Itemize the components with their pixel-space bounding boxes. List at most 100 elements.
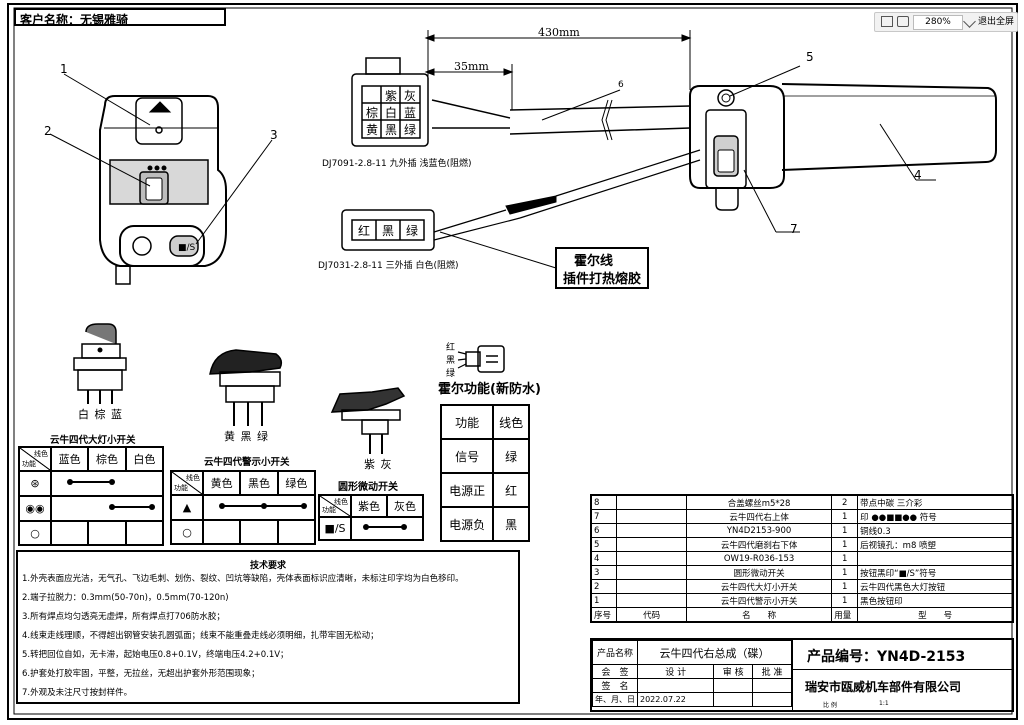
connector-9pin-drawing — [351, 57, 429, 147]
column-header: 灰色 — [386, 494, 424, 518]
headlight-switch-title: 云牛四代大灯小开关 — [50, 435, 136, 446]
column-header: 黄色 — [201, 470, 242, 496]
bom-cell-no: 1 — [590, 593, 618, 608]
hall-wire-black: 黑 — [446, 356, 456, 366]
bom-cell-qty: 1 — [831, 509, 859, 524]
pin-cell: 白 — [385, 106, 398, 120]
hall-note-box — [439, 231, 649, 289]
bom-cell-qty: 1 — [831, 565, 859, 580]
pin-cell: 绿 — [406, 224, 419, 238]
bom-cell-qty: 1 — [831, 579, 859, 594]
tech-note: 1.外壳表面应光洁，无气孔、飞边毛刺、划伤、裂纹、凹坑等缺陷，壳体表面标识应清晰… — [22, 574, 464, 584]
company-name: 瑞安市瓯威机车部件有限公司 — [805, 680, 962, 694]
pin-cell: 黑 — [382, 224, 395, 238]
headlight-wire-labels: 白 棕 蓝 — [78, 408, 123, 421]
bom-cell-spec: 铜线0.3 — [857, 523, 1014, 538]
bom-cell-qty: 1 — [831, 523, 859, 538]
product-number: 产品编号：YN4D-2153 — [807, 649, 966, 665]
scale-label: 比 例 — [823, 702, 837, 709]
bom-cell-qty: 1 — [831, 537, 859, 552]
hall-wire-red: 红 — [446, 343, 456, 353]
callout-5: 5 — [806, 50, 814, 64]
bom-cell-code — [616, 523, 687, 538]
approve-label: 批 准 — [752, 664, 792, 679]
tech-requirements-box: 技术要求 1.外壳表面应光洁，无气孔、飞边毛刺、划伤、裂纹、凹坑等缺陷，壳体表面… — [16, 550, 520, 704]
outer-frame — [7, 3, 1018, 720]
round-function-table: 线色 功能 紫色 灰色 ■/S — [318, 494, 424, 541]
bom-cell-no: 4 — [590, 551, 618, 566]
column-header: 白色 — [124, 446, 165, 472]
bom-cell-code — [616, 551, 687, 566]
bom-header: 型 号 — [857, 607, 1014, 623]
throttle-grip — [689, 65, 997, 233]
bom-cell-no: 3 — [590, 565, 618, 580]
hazard-wire-labels: 黄 黑 绿 — [224, 430, 269, 443]
callout-1: 1 — [60, 62, 68, 76]
callout-6: 6 — [618, 80, 624, 90]
column-header: 线色 — [492, 404, 530, 440]
bom-cell-name: 圆形微动开关 — [685, 565, 833, 580]
hazard-triangle-icon: ▲ — [170, 494, 204, 521]
exit-fullscreen-button[interactable]: 退出全屏 — [978, 17, 1015, 27]
callout-3: 3 — [270, 128, 278, 142]
bom-cell-code — [616, 509, 687, 524]
scale-value: 1:1 — [879, 700, 889, 707]
title-block: 产品名称 云牛四代右总成（碟） 会 签 设 计 审 核 批 准 签 名 年、月、… — [590, 638, 1014, 712]
actual-size-icon[interactable] — [897, 16, 909, 27]
pin-cell: 紫 — [385, 89, 398, 103]
dimension-lines — [424, 30, 692, 110]
hazard-switch-drawing — [209, 349, 283, 426]
connection-row — [50, 495, 164, 522]
bom-cell-qty: 1 — [831, 593, 859, 608]
corner-label: 功能 — [322, 506, 336, 514]
column-header: 黑色 — [239, 470, 279, 496]
off-position-icon: ○ — [170, 519, 204, 545]
zoom-level-input[interactable]: 280% — [913, 15, 963, 30]
round-switch-title: 圆形微动开关 — [338, 482, 398, 493]
corner-label: 功能 — [174, 484, 188, 492]
bom-cell-name: 云牛四代右上体 — [685, 509, 833, 524]
fit-page-icon[interactable] — [881, 16, 893, 27]
hall-connector-drawing — [457, 345, 505, 373]
bom-cell-name: 云牛四代大灯小开关 — [685, 579, 833, 594]
dimension-short: 35mm — [454, 60, 489, 73]
connector-3pin-drawing — [341, 209, 435, 251]
bom-cell-name: 云牛四代磨刹右下体 — [685, 537, 833, 552]
bom-cell-no: 8 — [590, 494, 618, 510]
switch-housing-front: ■/S — [49, 73, 273, 285]
off-position-icon: ○ — [18, 520, 52, 546]
corner-label: 线色 — [34, 450, 48, 458]
high-beam-icon: ⊛ — [18, 470, 52, 497]
bom-cell-spec: 黑色按钮印 — [857, 593, 1014, 608]
hi-lo-icon: ■/S — [318, 516, 352, 541]
headlight-switch-drawing — [73, 323, 127, 404]
column-header: 棕色 — [87, 446, 127, 472]
hall-title: 霍尔功能(新防水) — [438, 382, 541, 397]
inner-frame — [13, 7, 1013, 715]
corner-label: 线色 — [334, 498, 348, 506]
sign2-label: 签 名 — [592, 678, 638, 693]
pin-cell: 黑 — [385, 123, 398, 137]
callout-7: 7 — [790, 222, 798, 236]
zoom-dropdown-icon[interactable] — [963, 15, 976, 28]
customer-box: 客户名称：无锡雅骑 — [14, 8, 226, 27]
bom-cell-spec: 按钮黑印“■/S”符号 — [857, 565, 1014, 580]
connection-row — [202, 494, 316, 521]
hall-row-function: 电源正 — [439, 472, 495, 508]
hall-wire-green: 绿 — [446, 369, 456, 379]
bom-cell-code — [616, 579, 687, 594]
bom-cell-name: OW19-R036-153 — [685, 551, 833, 566]
pin-cell: 红 — [358, 224, 371, 238]
review-label: 审 核 — [713, 664, 754, 679]
bom-cell-spec: 云牛四代黑色大灯按钮 — [857, 579, 1014, 594]
bom-header: 用量 — [831, 607, 859, 623]
connector-3pin-label: DJ7031-2.8-11 三外插 白色(阻燃) — [318, 261, 459, 271]
bom-cell-code — [616, 494, 687, 510]
